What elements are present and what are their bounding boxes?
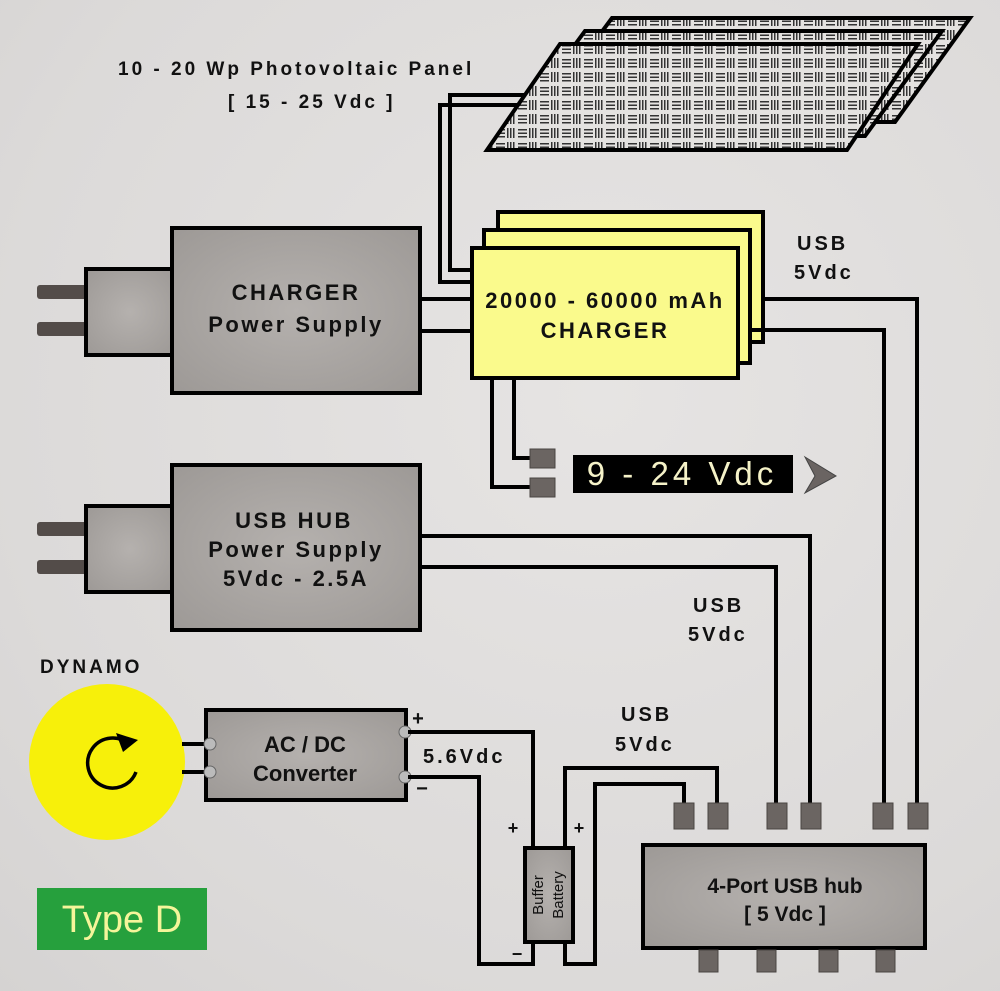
usb-input-port bbox=[707, 802, 729, 830]
usb-middle-label-line1: USB bbox=[693, 595, 744, 617]
usb-middle-label-line2: 5Vdc bbox=[688, 624, 748, 646]
charger-psu-line1: CHARGER bbox=[232, 280, 361, 305]
plug-body bbox=[84, 267, 176, 357]
dc-out-wire-1 bbox=[490, 378, 530, 489]
acdc-line1: AC / DC bbox=[264, 732, 346, 757]
usb-input-port bbox=[673, 802, 695, 830]
usb-lower-label-line2: 5Vdc bbox=[615, 734, 675, 756]
plug-prong bbox=[37, 322, 87, 336]
pv-wire-1 bbox=[448, 93, 540, 272]
usb-lower-label-line1: USB bbox=[621, 704, 672, 726]
hub-output-ports bbox=[698, 949, 896, 973]
usb-output-port bbox=[818, 949, 839, 973]
usb-hub-power-supply bbox=[170, 463, 422, 632]
buffer-battery-line1: Buffer bbox=[530, 875, 547, 915]
usb-input-port bbox=[907, 802, 929, 830]
type-badge bbox=[37, 888, 207, 950]
usb-output-port bbox=[698, 949, 719, 973]
charger-usb-wire-2 bbox=[750, 328, 886, 805]
usb-output-port bbox=[875, 949, 896, 973]
usb-input-port bbox=[766, 802, 788, 830]
usb-hub-psu-line3: 5Vdc - 2.5A bbox=[223, 566, 369, 591]
output-voltage-badge bbox=[573, 455, 793, 493]
plug-prong bbox=[37, 560, 87, 574]
usb-hub bbox=[641, 843, 927, 950]
hub-psu-wire-2 bbox=[420, 565, 778, 805]
battery-hub-wire-plus bbox=[563, 766, 719, 848]
usb-input-port bbox=[872, 802, 894, 830]
usb-input-port bbox=[800, 802, 822, 830]
battery-hub-wire-minus bbox=[563, 782, 686, 966]
battery-plus-left: + bbox=[508, 818, 519, 838]
charger-unit-front bbox=[470, 246, 740, 380]
converter-output-voltage: 5.6Vdc bbox=[423, 746, 505, 768]
converter-plus-sign: + bbox=[412, 708, 424, 730]
charger-capacity: 20000 - 60000 mAh bbox=[485, 288, 724, 313]
dc-output-connector bbox=[529, 477, 556, 498]
photovoltaic-panels bbox=[483, 16, 974, 152]
arrow-right-icon bbox=[803, 455, 837, 495]
dynamo-label: DYNAMO bbox=[40, 657, 142, 678]
plug-body bbox=[84, 504, 176, 594]
acdc-converter bbox=[204, 708, 408, 802]
charger-psu-line2: Power Supply bbox=[208, 312, 383, 337]
pv-panel-front bbox=[483, 42, 922, 152]
usb-hub-psu-line2: Power Supply bbox=[208, 537, 383, 562]
hub-psu-wire-1 bbox=[420, 534, 812, 805]
usb-hub-line2: [ 5 Vdc ] bbox=[744, 903, 826, 926]
rotation-icon bbox=[85, 733, 138, 790]
plug-prong bbox=[37, 522, 87, 536]
charger-usb-wire-1 bbox=[763, 297, 919, 805]
type-badge-text: Type D bbox=[62, 899, 182, 941]
plug-prong bbox=[37, 285, 87, 299]
converter-plus-wire bbox=[408, 730, 535, 848]
battery-charger-stack bbox=[470, 210, 765, 380]
converter-minus-wire bbox=[408, 775, 535, 966]
hub-input-ports bbox=[673, 802, 929, 830]
battery-plus-right: + bbox=[574, 818, 585, 838]
pv-panel-title: 10 - 20 Wp Photovoltaic Panel bbox=[118, 59, 474, 80]
pv-wire-2 bbox=[438, 103, 520, 284]
acdc-line2: Converter bbox=[253, 761, 357, 786]
charger-power-supply bbox=[170, 226, 422, 395]
usb-top-label-line1: USB bbox=[797, 233, 848, 255]
charger-psu-plug bbox=[37, 267, 176, 357]
buffer-battery-line2: Battery bbox=[550, 871, 567, 919]
usb-hub-psu-line1: USB HUB bbox=[235, 508, 353, 533]
converter-minus-sign: − bbox=[416, 778, 428, 800]
dynamo bbox=[29, 684, 185, 840]
usb-hub-line1: 4-Port USB hub bbox=[707, 875, 862, 898]
usb-hub-psu-plug bbox=[37, 504, 176, 594]
usb-top-label-line2: 5Vdc bbox=[794, 262, 854, 284]
pv-panel-voltage: [ 15 - 25 Vdc ] bbox=[228, 92, 396, 113]
screw-terminal bbox=[203, 737, 217, 751]
buffer-battery bbox=[523, 846, 575, 944]
charger-label: CHARGER bbox=[541, 318, 670, 343]
battery-minus: − bbox=[512, 944, 523, 964]
screw-terminal bbox=[203, 765, 217, 779]
output-voltage-text: 9 - 24 Vdc bbox=[587, 455, 777, 492]
dc-output-connector bbox=[529, 448, 556, 469]
usb-output-port bbox=[756, 949, 777, 973]
dc-out-wire-2 bbox=[512, 378, 530, 460]
